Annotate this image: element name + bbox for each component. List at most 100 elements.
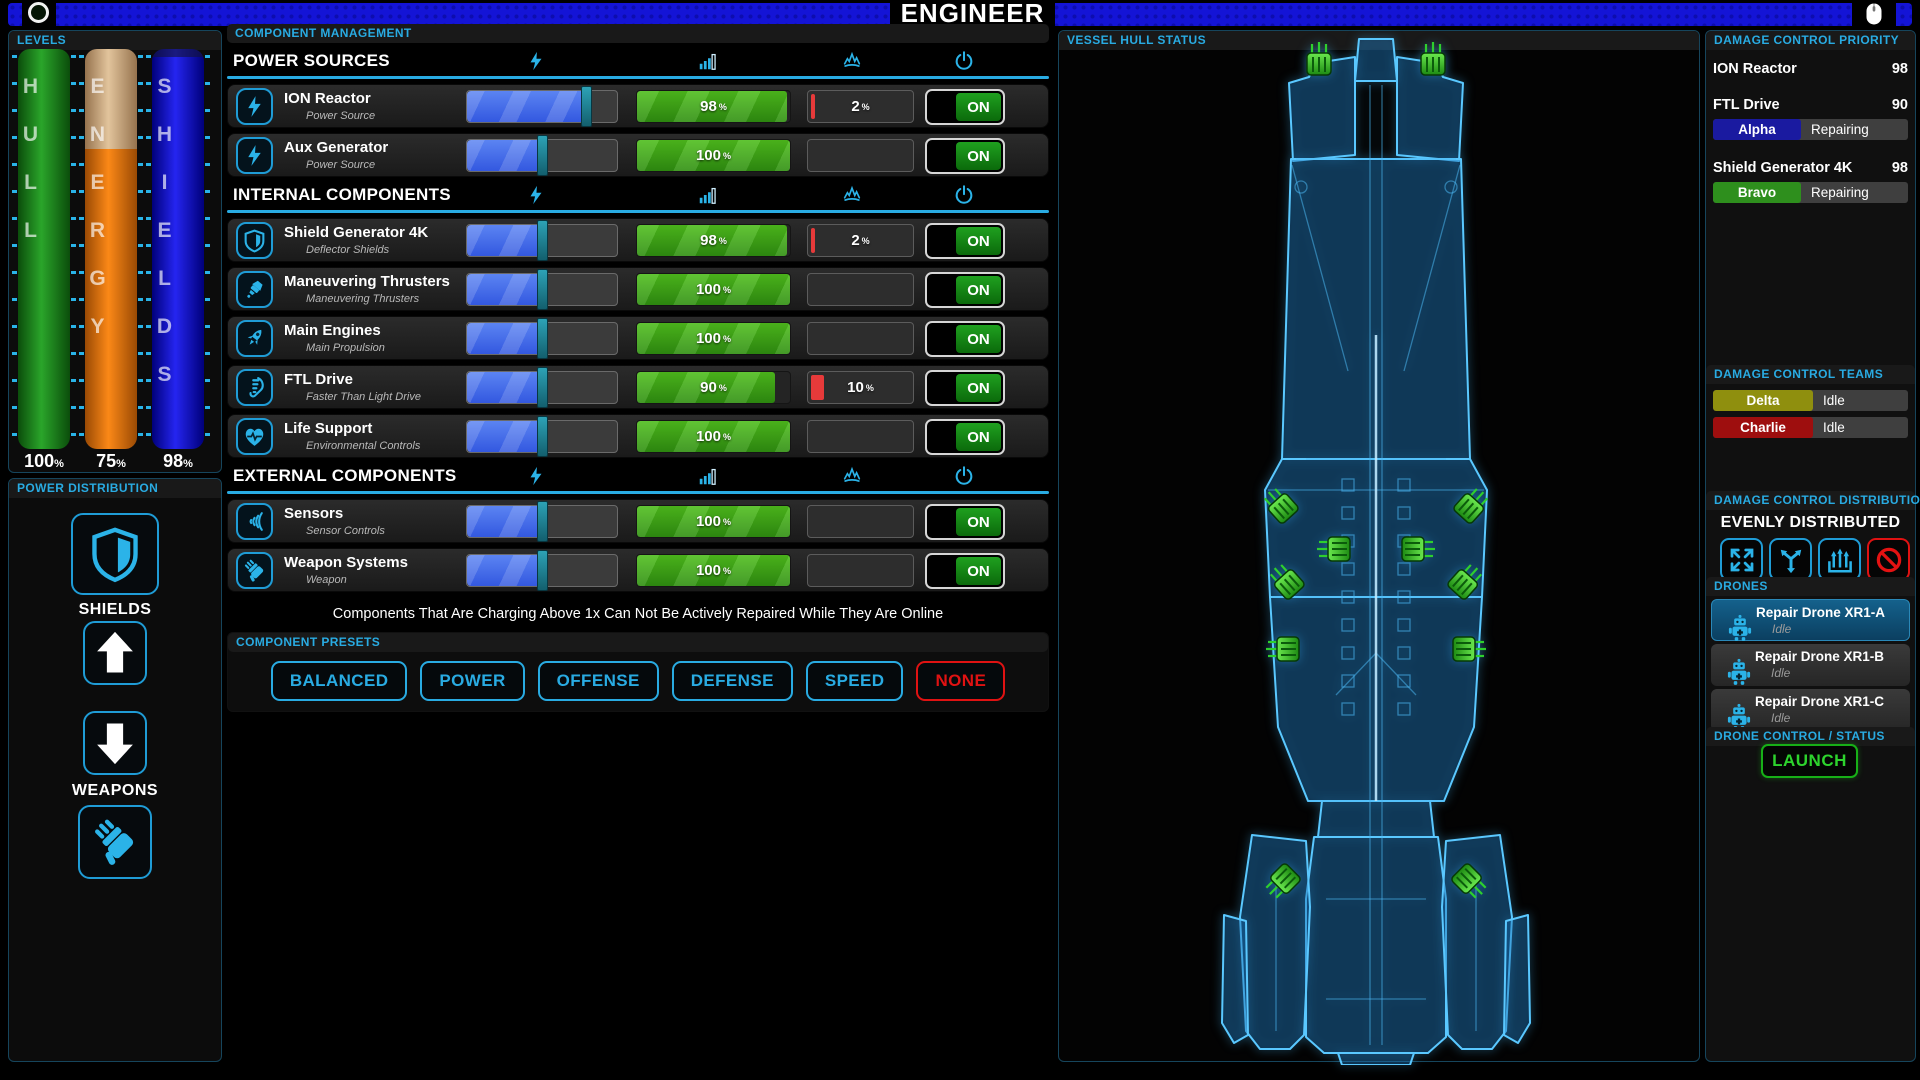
power-toggle[interactable]: ON [925, 321, 1005, 357]
drone-name: Repair Drone XR1-B [1755, 649, 1885, 664]
charge-slider-handle[interactable] [537, 135, 548, 176]
damage-bar: % [807, 420, 914, 453]
power-toggle[interactable]: ON [925, 89, 1005, 125]
power-down-button[interactable] [83, 711, 147, 775]
drone-item[interactable]: Repair Drone XR1-A Idle [1711, 599, 1910, 641]
component-row: Weapon Systems Weapon 100% % ON [227, 548, 1049, 592]
priority-item[interactable]: Shield Generator 4K 98 Bravo Repairing [1713, 155, 1908, 203]
charge-slider[interactable] [466, 416, 618, 457]
damage-control-priority-label: DAMAGE CONTROL PRIORITY [1706, 31, 1915, 50]
component-icon-box [236, 369, 273, 406]
charge-slider[interactable] [466, 220, 618, 261]
drone-control-label: DRONE CONTROL / STATUS [1706, 727, 1915, 746]
priority-name: FTL Drive [1713, 97, 1780, 113]
launch-button[interactable]: LAUNCH [1761, 744, 1858, 778]
drone-name: Repair Drone XR1-C [1755, 694, 1885, 709]
priority-value: 98 [1891, 61, 1908, 77]
component-icon-box [236, 137, 273, 174]
team-badge: Bravo [1713, 182, 1801, 203]
health-bar: 90% [636, 371, 791, 404]
power-toggle[interactable]: ON [925, 370, 1005, 406]
ftl-icon [242, 375, 267, 400]
power-toggle[interactable]: ON [925, 223, 1005, 259]
preset-none-button[interactable]: NONE [916, 661, 1006, 701]
drone-name: Repair Drone XR1-A [1756, 605, 1886, 620]
section-title: EXTERNAL COMPONENTS [233, 466, 457, 485]
robot-icon [1725, 658, 1753, 686]
health-bar: 100% [636, 322, 791, 355]
priority-item[interactable]: ION Reactor 98 [1713, 56, 1908, 77]
charge-slider[interactable] [466, 269, 618, 310]
charge-slider-handle[interactable] [537, 501, 548, 542]
preset-speed-button[interactable]: SPEED [805, 661, 904, 701]
component-name: Maneuvering Thrusters [284, 273, 450, 290]
component-section: POWER SOURCES ION Reactor Power Source 9… [227, 48, 1049, 177]
drone-item[interactable]: Repair Drone XR1-C Idle [1711, 689, 1910, 731]
component-presets-label: COMPONENT PRESETS [228, 633, 1048, 652]
charge-slider[interactable] [466, 367, 618, 408]
power-toggle-state: ON [955, 325, 1001, 353]
component-icon-box [236, 418, 273, 455]
shields-power-button[interactable] [71, 513, 159, 595]
split-arrow-button[interactable] [1769, 538, 1812, 581]
charge-slider[interactable] [466, 86, 618, 127]
charge-slider-handle[interactable] [537, 416, 548, 457]
expand-arrows-button[interactable] [1720, 538, 1763, 581]
bolt-icon [242, 143, 267, 168]
charge-slider-handle[interactable] [537, 318, 548, 359]
component-sections: POWER SOURCES ION Reactor Power Source 9… [227, 48, 1049, 592]
power-toggle-state: ON [955, 374, 1001, 402]
power-up-button[interactable] [83, 621, 147, 685]
preset-power-button[interactable]: POWER [420, 661, 525, 701]
preset-balanced-button[interactable]: BALANCED [270, 661, 408, 701]
priority-item[interactable]: FTL Drive 90 Alpha Repairing [1713, 92, 1908, 140]
vessel-hull-status-panel: VESSEL HULL STATUS [1058, 30, 1700, 1065]
power-toggle[interactable]: ON [925, 138, 1005, 174]
drone-status: Idle [1771, 711, 1791, 725]
power-toggle[interactable]: ON [925, 272, 1005, 308]
charge-slider[interactable] [466, 550, 618, 591]
power-toggle[interactable]: ON [925, 553, 1005, 589]
component-name: Sensors [284, 505, 344, 522]
damage-bar: % [807, 505, 914, 538]
component-management-label: COMPONENT MANAGEMENT [227, 24, 1049, 43]
preset-defense-button[interactable]: DEFENSE [671, 661, 793, 701]
team-row[interactable]: Delta Idle [1713, 390, 1908, 411]
preset-offense-button[interactable]: OFFENSE [537, 661, 659, 701]
component-subtitle: Environmental Controls [306, 440, 421, 452]
charge-slider-handle[interactable] [537, 367, 548, 408]
charge-slider-handle[interactable] [580, 86, 592, 127]
power-icon [525, 50, 547, 72]
team-badge: Delta [1713, 390, 1813, 411]
page-title: ENGINEER [900, 0, 1045, 28]
charge-slider[interactable] [466, 135, 618, 176]
component-name: Main Engines [284, 322, 381, 339]
damage-bar: % [807, 554, 914, 587]
three-up-arrows-icon [1825, 545, 1855, 575]
shields-value: 98% [163, 451, 193, 471]
component-name: ION Reactor [284, 90, 371, 107]
robot-icon [1726, 614, 1754, 642]
component-row: Shield Generator 4K Deflector Shields 98… [227, 218, 1049, 262]
drone-item[interactable]: Repair Drone XR1-B Idle [1711, 644, 1910, 686]
distribution-buttons [1720, 538, 1915, 581]
power-toggle[interactable]: ON [925, 504, 1005, 540]
team-row[interactable]: Charlie Idle [1713, 417, 1908, 438]
charge-slider[interactable] [466, 501, 618, 542]
repair-notice: Components That Are Charging Above 1x Ca… [332, 606, 944, 622]
three-up-arrows-button[interactable] [1818, 538, 1861, 581]
component-row: Main Engines Main Propulsion 100% % ON [227, 316, 1049, 360]
charge-slider-handle[interactable] [537, 269, 548, 310]
shield-icon [242, 228, 267, 253]
component-icon-box [236, 88, 273, 125]
power-toggle[interactable]: ON [925, 419, 1005, 455]
power-toggle-state: ON [955, 557, 1001, 585]
fire-icon [841, 465, 863, 487]
damage-bar: % [807, 322, 914, 355]
charge-slider-handle[interactable] [537, 550, 548, 591]
weapons-power-button[interactable] [78, 805, 152, 879]
charge-slider[interactable] [466, 318, 618, 359]
charge-slider-handle[interactable] [537, 220, 548, 261]
no-entry-button[interactable] [1867, 538, 1910, 581]
